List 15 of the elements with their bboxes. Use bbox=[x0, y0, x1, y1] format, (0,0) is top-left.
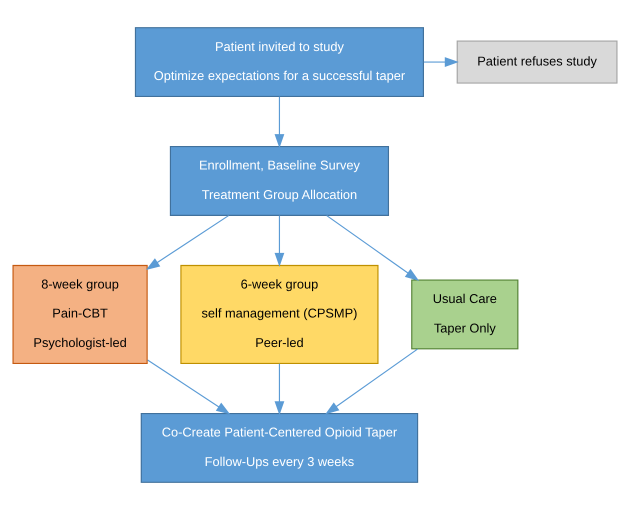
arrow bbox=[325, 348, 418, 414]
node-box: Usual Care Taper Only bbox=[411, 278, 518, 349]
node-box: 8-week group Pain-CBT Psychologist-led bbox=[12, 264, 148, 364]
node-box: Enrollment, Baseline Survey Treatment Group Allocation bbox=[170, 146, 390, 216]
arrow bbox=[274, 215, 284, 266]
arrow bbox=[424, 56, 459, 66]
arrow bbox=[274, 363, 284, 415]
arrow bbox=[274, 96, 284, 148]
node-box: Patient invited to study Optimize expectations for a successful taper bbox=[134, 26, 424, 97]
arrow bbox=[147, 359, 230, 414]
node-box: Patient refuses study bbox=[456, 40, 618, 84]
arrow bbox=[146, 214, 229, 270]
node-box: Co-Create Patient-Centered Opioid Taper Follow-Ups every 3 weeks bbox=[140, 412, 418, 482]
node-box: 6-week group self management (CPSMP) Peer-led bbox=[180, 264, 379, 364]
arrow bbox=[326, 214, 420, 280]
